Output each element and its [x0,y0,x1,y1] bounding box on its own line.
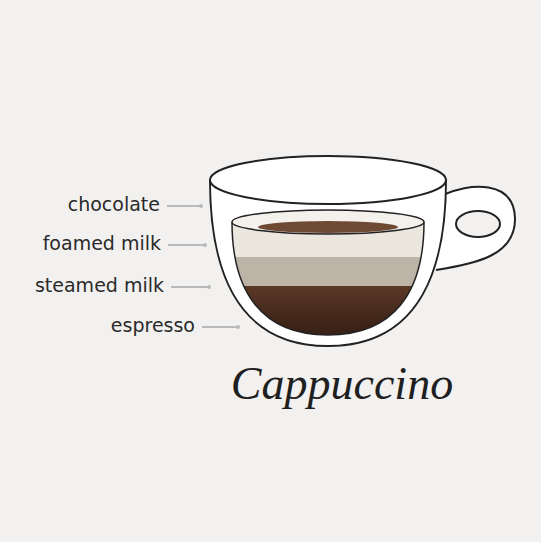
chocolate-dusting [258,221,398,233]
layer-label: foamed milk [43,234,161,253]
handle-hole [456,211,500,237]
layer-label: espresso [111,316,195,335]
leader-line [202,326,238,328]
layer-label: steamed milk [35,276,164,295]
leader-line [171,286,209,288]
leader-dot [203,243,207,247]
leader-lines [167,204,240,329]
steamed-milk-layer [220,257,440,287]
cup-rim [210,156,446,204]
leader-dot [236,325,240,329]
title: Cappuccino [231,361,453,407]
leader-dot [207,285,211,289]
leader-line [167,205,201,207]
leader-line [168,244,205,246]
layer-label: chocolate [68,195,160,214]
glass-outline [232,222,424,335]
foamed-milk-layer [220,200,440,258]
foam-top [232,210,424,234]
cup-handle [436,187,515,270]
leader-dot [199,204,203,208]
coffee-layers [220,200,440,346]
